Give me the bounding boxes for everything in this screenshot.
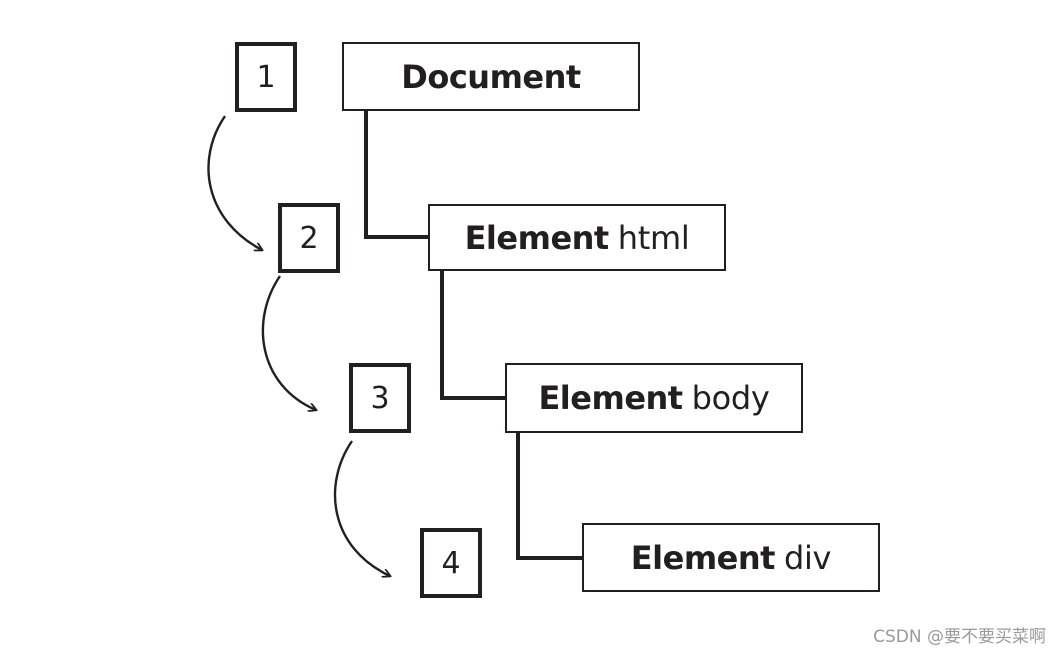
node-tag-label: div [783, 538, 832, 577]
step-number-4: 4 [420, 528, 482, 598]
node-kind-label: Element [538, 379, 683, 417]
traversal-arrow-1-to-2 [207, 115, 262, 250]
tree-connector-body-div [516, 432, 583, 560]
node-kind-label: Element [630, 538, 776, 577]
tree-connector-document-html [364, 110, 429, 239]
node-kind-label: Element [464, 218, 610, 257]
node-document: Document [342, 42, 640, 111]
node-element-body: Element body [505, 363, 803, 433]
node-kind-label: Document [401, 57, 581, 96]
watermark-text: CSDN @要不要买菜啊 [873, 627, 1046, 647]
traversal-arrow-3-to-4 [333, 440, 390, 576]
step-number-2: 2 [278, 203, 340, 273]
node-tag-label: body [691, 379, 770, 417]
node-tag-label: html [617, 218, 690, 257]
step-number-1: 1 [235, 42, 297, 112]
traversal-arrow-2-to-3 [261, 275, 316, 410]
node-element-html: Element html [428, 204, 726, 271]
node-element-div: Element div [582, 523, 880, 592]
step-number-3: 3 [349, 363, 411, 433]
tree-connector-html-body [440, 270, 506, 400]
